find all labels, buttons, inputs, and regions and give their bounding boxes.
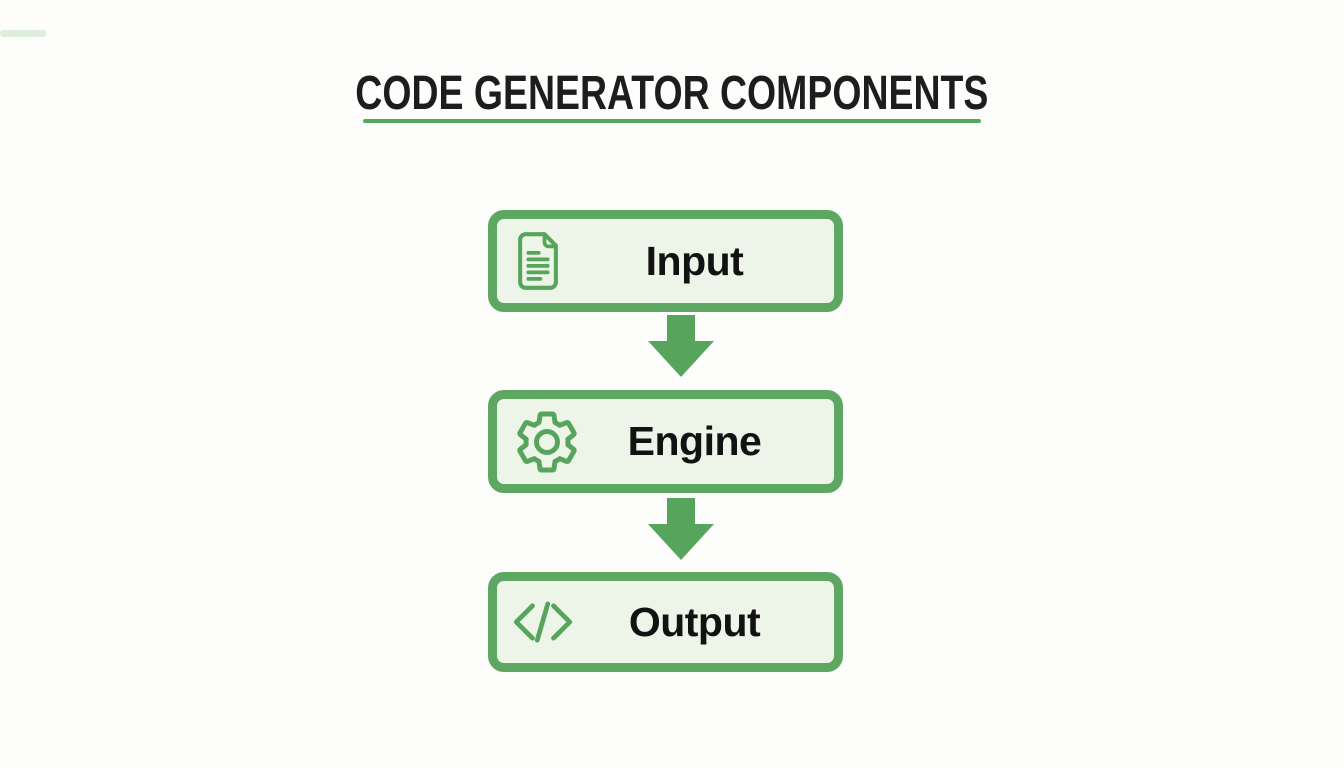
document-icon [512,225,564,297]
flow-box-engine-label: Engine [627,418,762,464]
code-brackets-icon [512,601,574,643]
arrow-down-icon [648,498,714,560]
flow-box-engine: Engine [488,390,843,493]
flow-box-output-label: Output [628,598,761,645]
arrow-down-icon [648,315,714,377]
page-title-text: CODE GENERATOR COMPONENTS [355,67,989,120]
flow-box-output: Output [488,572,843,672]
page-title: CODE GENERATOR COMPONENTS [0,70,1344,129]
flow-box-input-label: Input [645,237,744,284]
flow-box-input: Input [488,210,843,312]
gear-icon [512,407,582,477]
background-artifact [0,30,46,37]
title-underline [363,119,981,123]
